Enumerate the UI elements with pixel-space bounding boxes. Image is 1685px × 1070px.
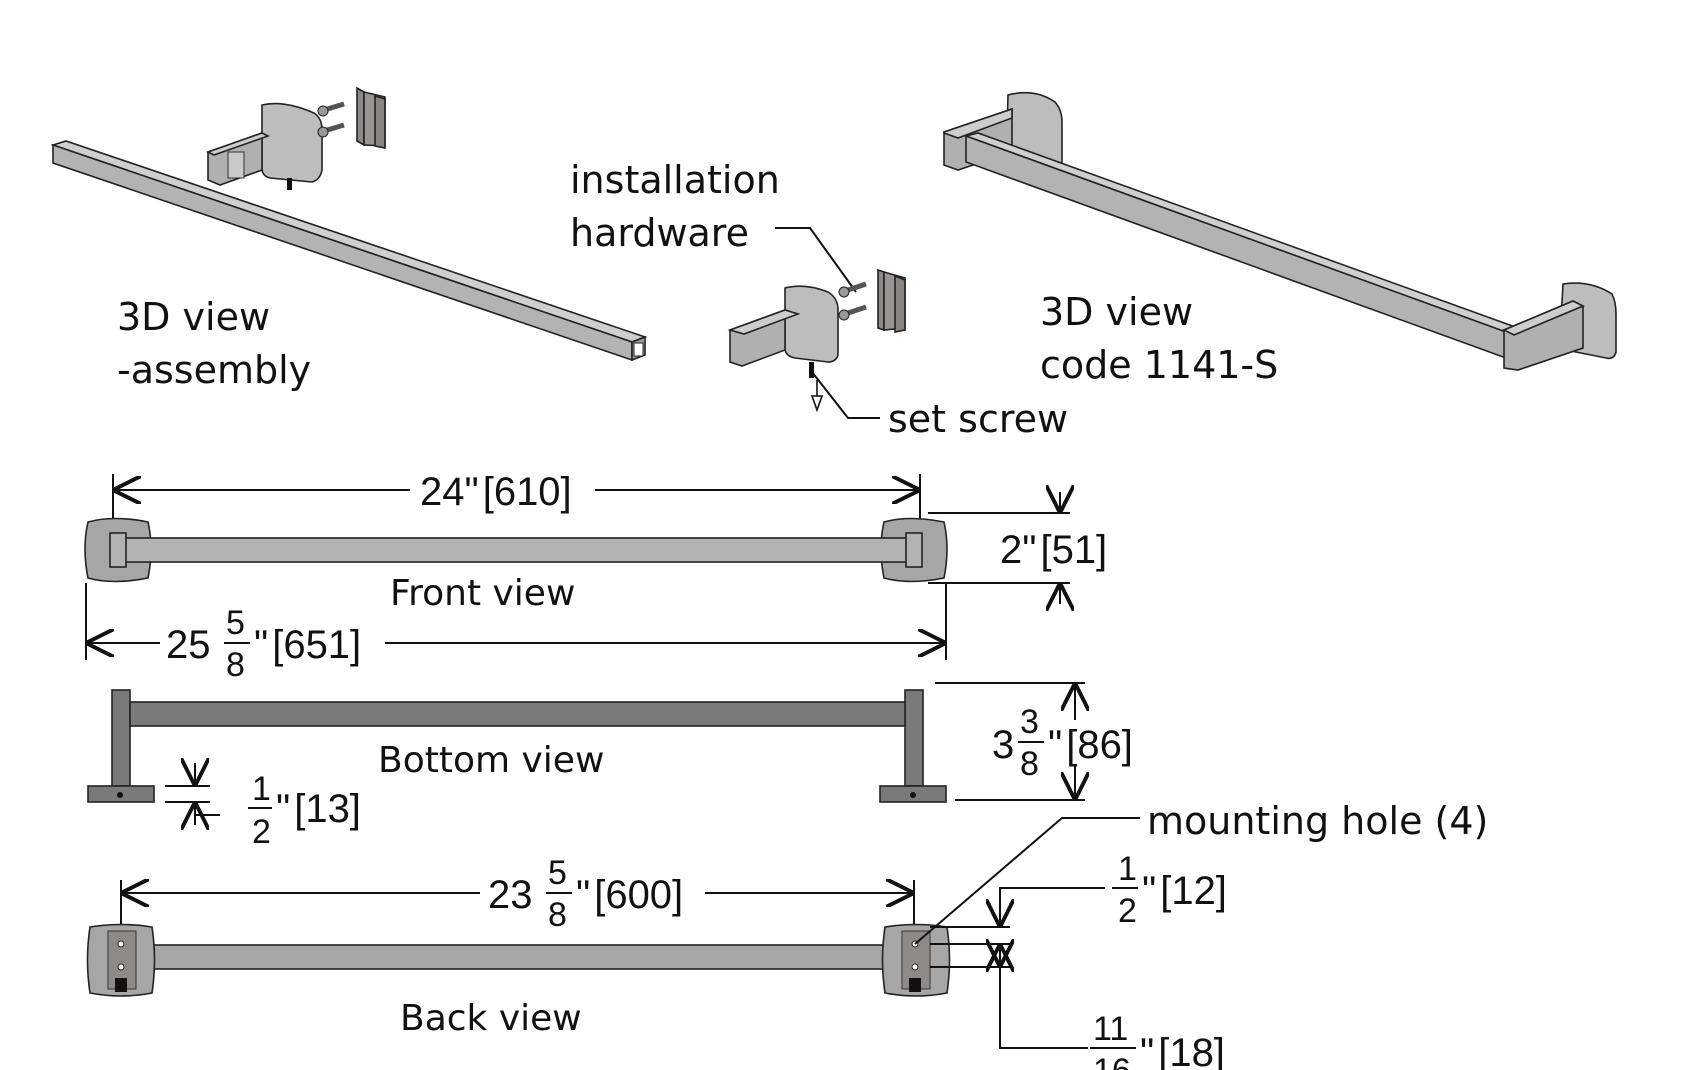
svg-text:5: 5 — [548, 854, 567, 892]
dim-hole-pitch: 11 16 "[18] — [1090, 1010, 1225, 1070]
bottom-right-post — [904, 689, 924, 787]
dim-hole-from-top: 1 2 "[12] — [1112, 850, 1227, 930]
assembly-view-label-line1: 3D view — [117, 295, 270, 339]
assembly-view-label-line2: -assembly — [117, 348, 311, 392]
svg-text:3: 3 — [992, 723, 1014, 767]
back-view-label: Back view — [400, 998, 582, 1039]
svg-text:"[651]: "[651] — [254, 623, 361, 667]
svg-text:16: 16 — [1093, 1052, 1131, 1070]
installation-hardware-label-line1: installation — [570, 158, 780, 202]
svg-text:8: 8 — [226, 646, 245, 684]
bottom-view: Bottom view 3 3 8 "[86] 1 2 "[13] — [87, 682, 1133, 851]
dim-flange-thickness: 1 2 "[13] — [248, 770, 361, 851]
back-view: 23 5 8 "[600] Back view mounting hole (4 — [86, 799, 1488, 1070]
set-screw-leader-line — [811, 371, 880, 419]
wall-bracket — [356, 86, 386, 149]
svg-text:"[13]: "[13] — [276, 787, 361, 831]
front-view-label: Front view — [390, 573, 575, 614]
svg-text:"[18]: "[18] — [1140, 1031, 1225, 1070]
dim-overall-length: 25 5 8 "[651] — [166, 604, 361, 684]
product-3d-view: 3D view code 1141-S — [943, 91, 1617, 387]
svg-text:3: 3 — [1020, 703, 1039, 741]
installation-hardware-view: installation hardware set screw — [570, 158, 1068, 441]
bottom-left-post — [111, 689, 131, 787]
svg-text:"[600]: "[600] — [576, 873, 683, 917]
svg-text:8: 8 — [1020, 745, 1039, 783]
endcap-bracket — [205, 102, 323, 190]
hardware-wall-bracket — [877, 268, 906, 333]
back-left-flange — [86, 923, 156, 997]
svg-text:1: 1 — [1118, 850, 1137, 888]
mounting-hole-leader — [914, 817, 1140, 945]
endcap-with-setscrew — [727, 285, 839, 413]
hardware-screws — [838, 281, 867, 321]
dim-center-to-center: 24"[610] — [420, 470, 572, 514]
installation-hardware-label-line2: hardware — [570, 211, 749, 255]
svg-text:23: 23 — [488, 873, 533, 917]
dim-projection: 3 3 8 "[86] — [992, 703, 1133, 783]
product-view-label-line2: code 1141-S — [1040, 343, 1278, 387]
back-right-flange — [881, 923, 951, 997]
dim-hole-spacing: 23 5 8 "[600] — [488, 854, 683, 934]
loose-bar — [50, 140, 648, 362]
back-bar — [149, 944, 886, 970]
bottom-bar — [129, 701, 906, 727]
front-view: 24"[610] Front view 2"[51] 25 5 8 "[651] — [84, 470, 1107, 684]
svg-text:2: 2 — [252, 813, 271, 851]
svg-text:"[86]: "[86] — [1048, 723, 1133, 767]
product-view-label-line1: 3D view — [1040, 290, 1193, 334]
svg-text:11: 11 — [1093, 1010, 1128, 1048]
mounting-hole — [911, 963, 919, 971]
svg-text:1: 1 — [252, 770, 271, 808]
svg-text:8: 8 — [548, 896, 567, 934]
set-screw-label: set screw — [888, 397, 1068, 441]
right-flange — [1502, 282, 1617, 371]
assembly-3d-view: 3D view -assembly — [50, 86, 648, 392]
screws — [317, 101, 345, 138]
hardware-leader-line — [775, 227, 857, 293]
front-bar — [119, 537, 913, 563]
svg-text:25: 25 — [166, 623, 211, 667]
svg-text:5: 5 — [226, 604, 245, 642]
svg-text:2"[51]: 2"[51] — [1000, 528, 1107, 572]
mounting-hole-label: mounting hole (4) — [1147, 799, 1488, 843]
svg-text:"[12]: "[12] — [1142, 869, 1227, 913]
svg-text:2: 2 — [1118, 892, 1137, 930]
dim-flange-height: 2"[51] — [1000, 528, 1107, 572]
svg-text:24"[610]: 24"[610] — [420, 470, 572, 514]
bottom-view-label: Bottom view — [378, 740, 604, 781]
